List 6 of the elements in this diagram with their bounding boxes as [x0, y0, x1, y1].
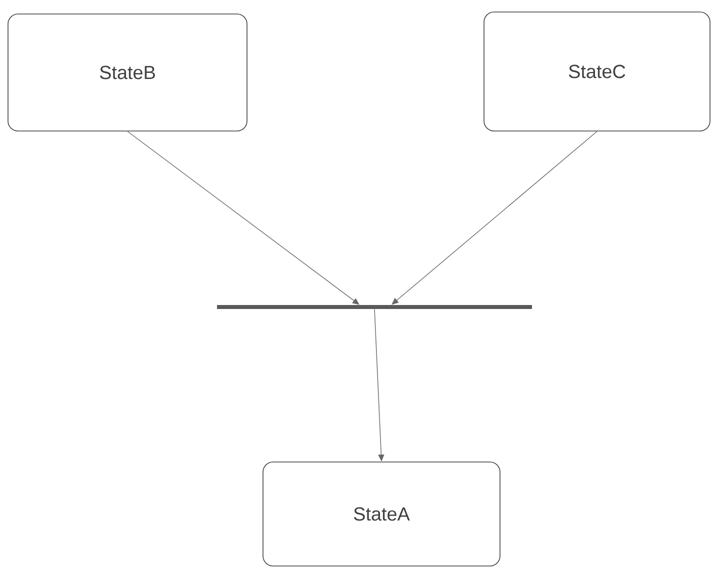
arrow	[392, 131, 598, 305]
state-box: StateA	[262, 462, 500, 566]
state-box: StateB	[8, 14, 248, 132]
arrow	[127, 131, 360, 305]
join-bar	[217, 304, 532, 309]
state-box: StateC	[484, 12, 710, 132]
